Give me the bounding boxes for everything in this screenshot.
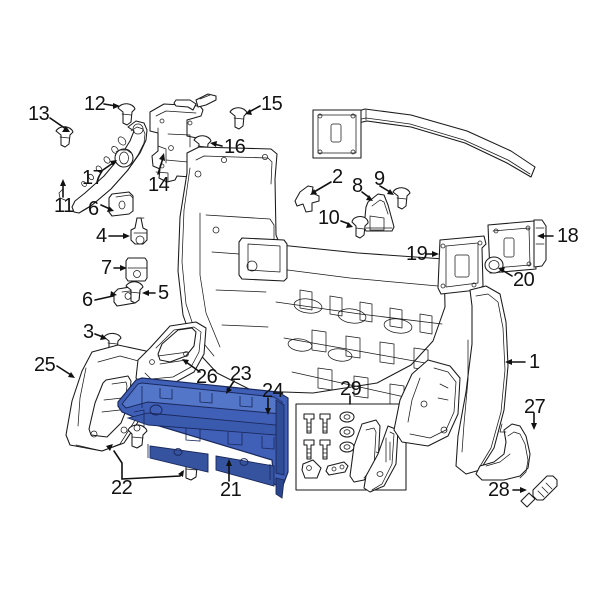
callout-label-29: 29 [340,378,362,400]
part-push-pin-12 [117,103,136,126]
callout-label-28: 28 [488,479,510,501]
part-mud-flap-screw-28 [520,475,558,508]
part-bumper-cover-main [177,146,446,415]
kit-bolt-4 [319,439,331,460]
part-screw-grommet-4 [130,217,148,245]
part-mud-flap-hardware-kit-29 [295,403,407,493]
callout-label-22: 22 [111,477,133,499]
part-step-pad-fastener-22a [127,424,148,449]
part-impact-reinforcement-bar [312,108,547,274]
callout-label-23: 23 [230,363,252,385]
callout-label-11: 11 [54,195,74,217]
part-tow-hitch-plate-19 [437,235,487,295]
callout-label-24: 24 [262,380,284,402]
callout-label-19: 19 [406,243,428,265]
callout-label-20: 20 [513,269,535,291]
callout-label-7: 7 [101,257,112,279]
callout-label-4: 4 [96,225,107,247]
callout-label-21: 21 [220,479,242,501]
kit-bolt-3 [303,439,315,460]
callout-label-8: 8 [352,175,363,197]
part-push-pin-10 [351,215,369,239]
kit-bolt-2 [319,413,331,434]
callout-label-14: 14 [148,174,170,196]
callout-label-6b: 6 [82,289,93,311]
part-grommet-cap-20 [484,256,504,274]
part-u-nut-7 [125,257,148,282]
part-push-pin-15 [229,107,248,130]
part-bracket-support-8 [363,193,395,232]
callout-label-5: 5 [158,282,169,304]
part-push-pin-9 [392,187,411,210]
part-retainer-clip-2 [294,185,320,213]
callout-label-3: 3 [83,321,94,343]
callout-label-25: 25 [34,354,56,376]
callout-label-9: 9 [374,168,385,190]
part-mud-flap-27 [475,423,531,481]
kit-bolt-1 [303,413,315,434]
callout-label-6a: 6 [88,198,99,220]
callout-label-17: 17 [82,167,104,189]
callout-label-16: 16 [224,136,246,158]
callout-label-1: 1 [529,351,540,373]
callout-label-13: 13 [28,103,50,125]
callout-label-26: 26 [196,366,218,388]
part-spring-nut-6a [108,191,134,217]
part-step-pad-center-26 [135,321,207,387]
callout-label-27: 27 [524,396,546,418]
part-step-pad-left-25 [65,344,151,452]
callout-label-2: 2 [332,166,343,188]
callout-label-12: 12 [84,93,106,115]
part-grommet-17 [114,148,134,168]
part-rear-bumper-step-pad-21-highlighted [117,377,289,499]
part-push-pin-5 [125,281,144,304]
callout-label-15: 15 [261,93,283,115]
leader-lines [49,103,554,493]
callout-label-18: 18 [557,225,579,247]
callout-label-10: 10 [318,207,340,229]
part-bumper-cover-corner-1 [393,285,509,475]
